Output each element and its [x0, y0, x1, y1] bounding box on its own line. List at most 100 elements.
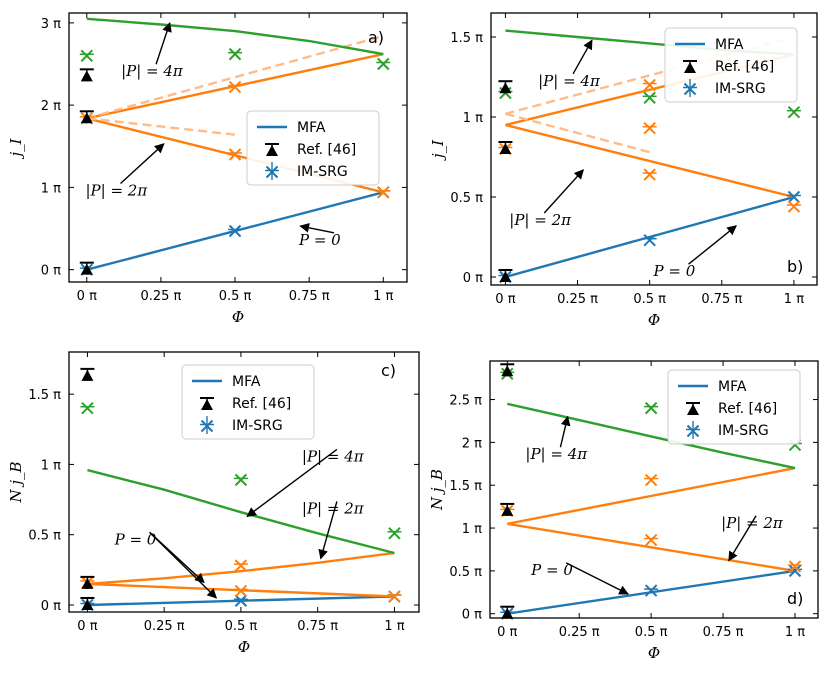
ref-point-1 [80, 575, 95, 589]
legend-label: IM-SRG [232, 418, 283, 434]
imsrg-point-p4-0 [80, 402, 95, 415]
imsrg-point-p2-3 [387, 590, 402, 603]
series-line-p2-3 [86, 117, 236, 136]
imsrg-point-p4-1 [644, 401, 659, 415]
annotation-label: |P| = 2π [509, 211, 572, 229]
x-axis-label: Φ [232, 308, 244, 326]
panel-tag: d) [787, 589, 803, 608]
legend-swatch-ref [265, 143, 279, 156]
legend-label: Ref. [46] [297, 142, 356, 158]
annotation-arrow [543, 169, 584, 214]
imsrg-point-p2-3 [787, 560, 802, 573]
y-tick-label: 1.5 π [449, 479, 482, 494]
series-line-p4-5 [86, 17, 384, 56]
imsrg-point-p2-2 [642, 121, 657, 135]
annotation-label: P = 0 [298, 231, 341, 249]
x-axis-label: Φ [238, 638, 250, 656]
annotation-label: P = 0 [114, 530, 157, 548]
x-tick-label: 1 π [373, 289, 393, 304]
annotation-label: |P| = 2π [302, 499, 365, 517]
x-tick-label: 0 π [77, 619, 97, 634]
y-tick-label: 1.5 π [28, 388, 61, 403]
legend-label: Ref. [46] [715, 59, 774, 75]
y-tick-label: 0 π [463, 271, 483, 286]
legend-label: MFA [715, 37, 744, 53]
imsrg-point-p4-2 [376, 57, 391, 71]
legend-label: Ref. [46] [718, 401, 777, 417]
plot-frame [490, 12, 818, 286]
annotation-label: P = 0 [530, 561, 573, 579]
series-line-p2-1 [505, 123, 795, 199]
legend-frame [664, 27, 798, 103]
x-axis-label: Φ [648, 311, 660, 329]
y-tick-label: 0 π [462, 608, 482, 623]
y-tick-label: 0 π [41, 599, 61, 614]
annotation-label: |P| = 4π [302, 447, 365, 465]
series-line-p0-0 [507, 569, 796, 615]
y-tick-label: 3 π [41, 17, 61, 32]
imsrg-point-p4-0 [79, 49, 94, 62]
imsrg-point-p0-1 [233, 594, 248, 607]
y-tick-label: 2 π [41, 99, 61, 114]
imsrg-point-p2-3 [642, 78, 657, 92]
series-line-p2-2 [507, 466, 796, 525]
y-tick-label: 0.5 π [28, 529, 61, 544]
legend-frame [181, 364, 315, 440]
annotation-arrow [155, 21, 172, 65]
annotation-arrow [246, 448, 338, 518]
x-tick-label: 0 π [77, 289, 97, 304]
x-tick-label: 0.5 π [635, 625, 668, 640]
x-tick-label: 0.25 π [559, 625, 600, 640]
legend-frame [246, 110, 380, 186]
x-tick-label: 1 π [384, 619, 404, 634]
imsrg-point-p2-2 [228, 80, 243, 94]
y-axis-label: N j_B [7, 461, 25, 503]
imsrg-point-p4-1 [228, 47, 243, 61]
imsrg-point-p2-3 [376, 186, 391, 199]
annotation-arrow [728, 515, 757, 562]
annotation-arrow [572, 39, 593, 75]
x-tick-label: 0.75 π [289, 289, 330, 304]
y-axis-label: N j_B [428, 469, 446, 511]
x-tick-label: 0.5 π [225, 619, 258, 634]
imsrg-point-p2-1 [233, 584, 248, 598]
x-axis-label: Φ [648, 644, 660, 662]
imsrg-point-p4-1 [233, 473, 248, 487]
imsrg-point-p0-1 [644, 584, 659, 597]
legend-swatch-ref [200, 397, 214, 410]
series-line-p0-0 [505, 195, 795, 279]
series-line-p2-2 [87, 551, 395, 586]
y-tick-label: 1 π [462, 522, 482, 537]
y-tick-label: 0 π [41, 264, 61, 279]
annotation-label: |P| = 2π [86, 182, 149, 200]
imsrg-point-p2-2 [644, 473, 659, 487]
y-tick-label: 2 π [462, 436, 482, 451]
ref-point-2 [498, 80, 513, 94]
x-tick-label: 1 π [785, 625, 805, 640]
plot-frame [489, 360, 819, 619]
x-tick-label: 0.25 π [144, 619, 185, 634]
x-tick-label: 0 π [495, 292, 515, 307]
legend-label: MFA [297, 120, 326, 136]
y-tick-label: 1 π [463, 111, 483, 126]
series-line-p2-3 [505, 112, 651, 154]
x-tick-label: 0 π [497, 625, 517, 640]
series-line-p2-4 [505, 35, 795, 115]
imsrg-point-p2-4 [786, 200, 801, 213]
imsrg-point-p4-1 [642, 91, 657, 105]
y-axis-label: j_I [7, 137, 25, 159]
legend-label: Ref. [46] [232, 396, 291, 412]
annotation-label: |P| = 4π [525, 445, 588, 463]
series-line-p4-3 [87, 468, 395, 555]
y-tick-label: 1.5 π [450, 31, 483, 46]
imsrg-point-p0-2 [787, 564, 802, 578]
ref-point-2 [80, 367, 95, 381]
y-tick-label: 1 π [41, 181, 61, 196]
